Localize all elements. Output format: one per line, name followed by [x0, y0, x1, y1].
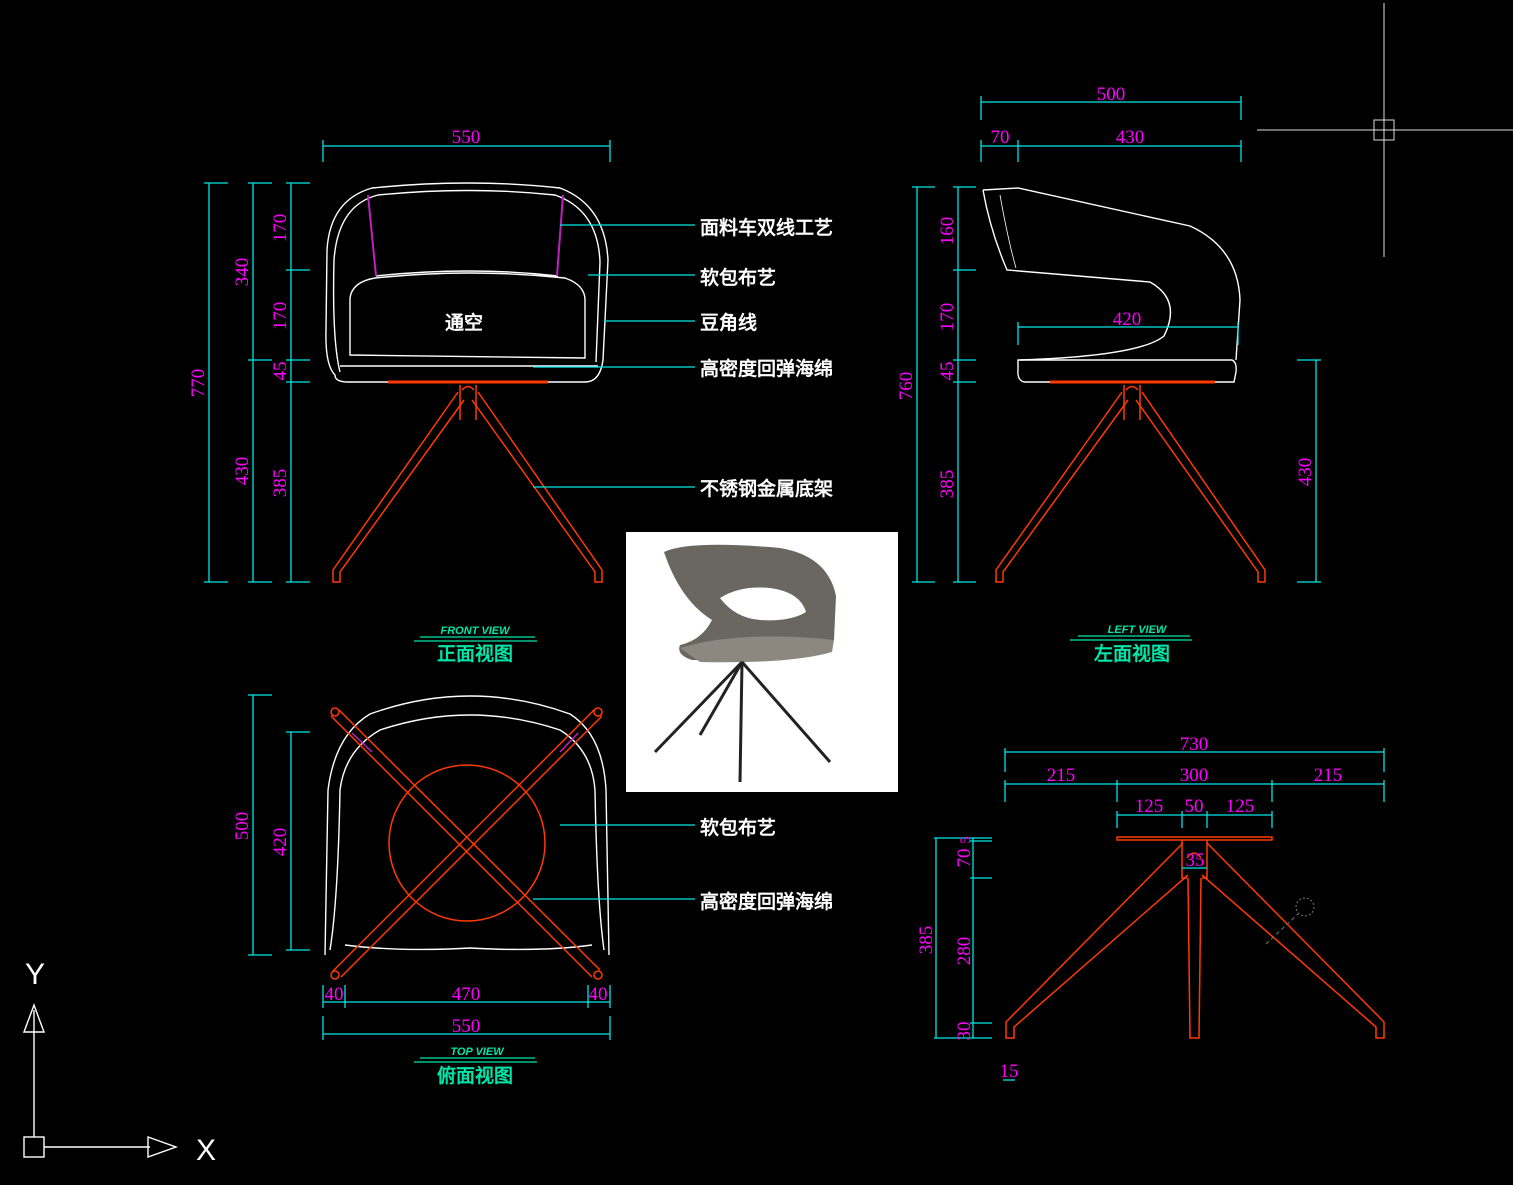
dim-base-height: 385	[916, 926, 937, 955]
dim-top-inner-width: 470	[452, 984, 481, 1005]
left-view[interactable]: 500 70 430 420 760 160 170 45 385 430 LE…	[896, 84, 1321, 665]
dim-front-seat: 45	[270, 362, 291, 381]
dim-base-plate-right: 125	[1226, 796, 1255, 817]
dim-left-back-mid: 170	[937, 303, 958, 332]
front-dimensions	[204, 140, 611, 583]
dim-left-seat-depth: 420	[1113, 309, 1142, 330]
dim-top-inner-depth: 420	[270, 828, 291, 857]
top-view-title-en: TOP VIEW	[450, 1046, 505, 1058]
callout-top-foam: 高密度回弹海绵	[700, 890, 833, 913]
ucs-y-label: Y	[25, 958, 45, 991]
dim-top-right-margin: 40	[589, 984, 608, 1005]
hollow-label: 通空	[445, 311, 483, 334]
dim-left-leg: 385	[937, 470, 958, 499]
ucs-icon	[22, 1002, 179, 1158]
dim-base-span: 730	[1180, 734, 1209, 755]
dim-base-side-left: 215	[1047, 765, 1076, 786]
dim-base-side-right: 215	[1314, 765, 1343, 786]
callout-foam: 高密度回弹海绵	[700, 357, 833, 380]
dim-base-foot-width: 15	[1000, 1061, 1019, 1082]
top-view-title-cn: 俯面视图	[437, 1064, 513, 1087]
callout-piping: 豆角线	[700, 311, 757, 334]
dim-front-leg: 385	[270, 469, 291, 498]
dim-base-foot: 30	[954, 1022, 975, 1041]
left-view-title-en: LEFT VIEW	[1108, 624, 1168, 636]
dim-front-total-height: 770	[188, 369, 209, 398]
left-view-title-cn: 左面视图	[1094, 642, 1170, 665]
dim-front-width: 550	[452, 127, 481, 148]
crosshair-cursor	[1257, 3, 1513, 257]
base-frame	[1005, 836, 1385, 1039]
callout-top-upholstery: 软包布艺	[700, 816, 776, 839]
dim-left-front-gap: 70	[991, 127, 1010, 148]
top-view[interactable]: 500 420 40 470 40 550 软包布艺 高密度回弹海绵 TOP V…	[232, 694, 833, 1087]
front-view-title-en: FRONT VIEW	[440, 625, 511, 637]
top-chair-outline	[324, 695, 610, 956]
front-metal-base	[332, 380, 603, 583]
callout-steel-base: 不锈钢金属底架	[700, 477, 833, 500]
dim-top-width: 550	[452, 1016, 481, 1037]
top-callout-leaders	[533, 824, 695, 900]
dim-base-center: 300	[1180, 765, 1209, 786]
dim-front-back-top: 170	[270, 214, 291, 243]
left-dimensions	[912, 96, 1321, 583]
callout-double-stitch: 面料车双线工艺	[700, 216, 833, 239]
left-metal-base	[995, 380, 1266, 583]
dim-left-back-top: 160	[937, 217, 958, 246]
dim-base-plate-left: 125	[1135, 796, 1164, 817]
base-dimensions	[934, 748, 1385, 1081]
ucs-x-label: X	[196, 1134, 216, 1167]
dim-base-post: 35	[1186, 850, 1205, 871]
dim-base-leg-mid: 280	[954, 937, 975, 966]
stitch-line-left	[367, 194, 377, 277]
dim-front-upper: 340	[232, 258, 253, 287]
dim-top-left-margin: 40	[325, 984, 344, 1005]
dim-left-total-height: 760	[896, 372, 917, 401]
top-metal-base	[330, 707, 603, 980]
front-view[interactable]: 通空 550 770 340 430 170 170 45 385	[188, 127, 833, 665]
dim-left-back-depth: 430	[1116, 127, 1145, 148]
dim-left-seat-height: 430	[1295, 458, 1316, 487]
dim-base-collar: 70	[954, 849, 975, 868]
dim-base-plate: 5	[958, 836, 974, 844]
callout-upholstery: 软包布艺	[700, 266, 776, 289]
dim-front-lower: 430	[232, 457, 253, 486]
front-callout-leaders	[533, 224, 695, 488]
dim-left-seat: 45	[937, 362, 958, 381]
front-chair-outline	[325, 182, 609, 383]
dim-top-depth: 500	[232, 812, 253, 841]
top-dimensions	[248, 694, 611, 1040]
stitch-line-right	[556, 194, 564, 277]
dim-base-column: 50	[1185, 796, 1204, 817]
front-view-title-cn: 正面视图	[437, 642, 513, 665]
product-photo	[626, 532, 898, 792]
dim-left-depth: 500	[1097, 84, 1126, 105]
dim-front-back-mid: 170	[270, 302, 291, 331]
base-detail-view[interactable]: 730 215 300 215 125 50 125 35 5 70 385 2…	[916, 734, 1385, 1082]
left-chair-outline	[982, 187, 1241, 383]
